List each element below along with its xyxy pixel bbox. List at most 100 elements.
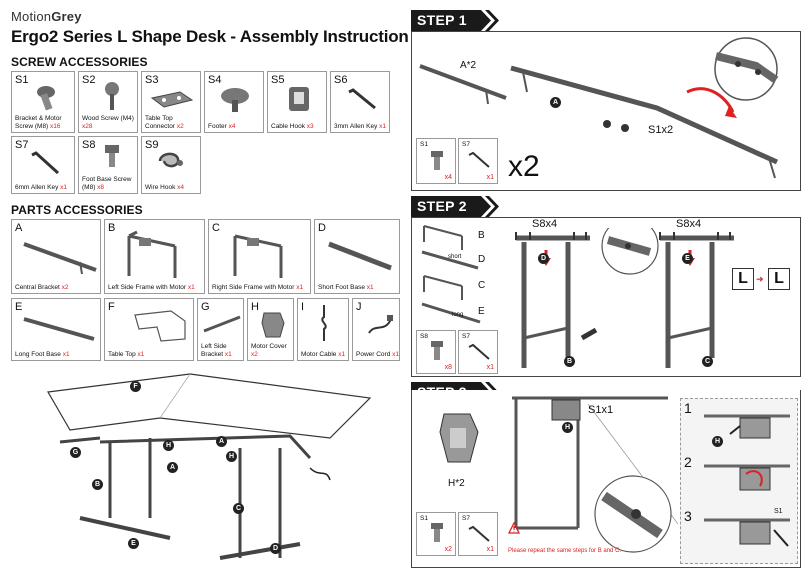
- step1-main-drawing: [510, 65, 779, 179]
- label-a: A: [216, 436, 227, 447]
- label-f: F: [130, 381, 141, 392]
- assembly-overview-diagram: [47, 373, 372, 560]
- step2-bar: [411, 196, 499, 217]
- step2-tag-b: B: [564, 356, 575, 367]
- step3-qty-label: H*2: [448, 478, 465, 489]
- screw-card-s8: S8 Foot Base Screw (M8) x8: [78, 136, 138, 194]
- step2-part-s8: S8 x8: [416, 330, 456, 374]
- substep-3-number: 3: [684, 508, 692, 524]
- parts-section-heading: PARTS ACCESSORIES: [11, 203, 143, 217]
- bolt-icon: [431, 523, 443, 542]
- bolt-icon: [105, 145, 119, 167]
- screw-card-s4: S4 Footer x4: [204, 71, 264, 133]
- label-a2: A: [167, 462, 178, 473]
- label-d: D: [270, 543, 281, 554]
- screw-card-s2: S2 Wood Screw (M4) x28: [78, 71, 138, 133]
- step3-warning-text: Please repeat the same steps for B and C…: [508, 548, 622, 554]
- screw-card-s3: S3 Table Top Connector x2: [141, 71, 201, 133]
- step2-tag-d: D: [538, 253, 549, 264]
- step2-main-drawing: [515, 228, 734, 368]
- step3-panel: H*2 S1x1 H Please repeat the same steps …: [411, 390, 801, 568]
- step2-screw-right: S8x4: [676, 218, 702, 230]
- step2-list-d: D: [478, 254, 486, 265]
- label-h2: H: [226, 451, 237, 462]
- cable-hook-icon: [289, 87, 309, 111]
- step3-frame-drawing: [512, 396, 678, 530]
- step2-list-b: B: [478, 230, 485, 241]
- part-card-h: H Motor Cover x2: [247, 298, 294, 361]
- step1-part-s1: S1 x4: [416, 138, 456, 184]
- part-card-e: E Long Foot Base x1: [11, 298, 101, 361]
- step1-multiplier: x2: [508, 150, 540, 183]
- wire-hook-icon: [158, 152, 183, 168]
- substep-1-number: 1: [684, 400, 692, 416]
- step2-tag-c: C: [702, 356, 713, 367]
- substep-2-drawing: [704, 464, 790, 491]
- step2-list-c: C: [478, 280, 486, 291]
- motor-cable-icon: [321, 305, 327, 341]
- step2-part-s7: S7 x1: [458, 330, 498, 374]
- label-b: B: [92, 479, 103, 490]
- allen-key-icon: [468, 525, 490, 542]
- detail-zoom-circle: [714, 37, 779, 101]
- connector-plate-icon: [150, 91, 194, 108]
- part-card-g: G Left Side Bracket x1: [197, 298, 244, 361]
- substep-3-s1-label: S1: [774, 508, 783, 515]
- step1-title: STEP 1: [417, 12, 467, 28]
- step3-zoom-circle: [594, 475, 672, 553]
- wood-screw-icon: [105, 82, 119, 110]
- step3-part-s7: S7 x1: [458, 512, 498, 556]
- step1-screw-note: S1x2: [648, 124, 674, 136]
- step3-part-s1: S1 x2: [416, 512, 456, 556]
- bolt-icon: [37, 86, 55, 111]
- central-bracket-icon: [23, 242, 97, 275]
- step2-screw-left: S8x4: [532, 218, 558, 230]
- screw-card-s7: S7 6mm Allen Key x1: [11, 136, 75, 194]
- step1-part-tag: A: [550, 97, 561, 108]
- bracket-drawing: [419, 64, 507, 105]
- step2-list-e: E: [478, 306, 485, 317]
- power-cord-icon: [368, 315, 393, 334]
- foot-base-icon: [328, 241, 392, 271]
- footer-icon: [221, 88, 249, 112]
- step1-panel: A*2 A S1x2 S1 x4 S7 x1 x2: [411, 31, 801, 191]
- allen-key-icon: [31, 151, 60, 175]
- step2-panel: B short D C long E S8x4 S8x4 D E B C L ➜…: [411, 217, 801, 377]
- step2-tag-e: E: [682, 253, 693, 264]
- label-h: H: [163, 440, 174, 451]
- allen-key-icon: [468, 343, 490, 360]
- label-c: C: [233, 503, 244, 514]
- step3-tag-h: H: [562, 422, 573, 433]
- step2-list-long: long: [452, 312, 464, 318]
- step2-list-short: short: [448, 254, 462, 260]
- warning-icon: [508, 522, 520, 534]
- step2-parts-list-drawing: [421, 225, 481, 324]
- part-card-b: B Left Side Frame with Motor x1: [104, 219, 205, 294]
- brand-logo: MotionGrey: [11, 9, 82, 24]
- screw-section-heading: SCREW ACCESSORIES: [11, 55, 148, 69]
- screw-card-s5: S5 Cable Hook x3: [267, 71, 327, 133]
- bolt-icon: [431, 341, 443, 360]
- screw-card-s9: S9 Wire Hook x4: [141, 136, 201, 194]
- foot-base-icon: [23, 317, 95, 341]
- substep-1-tag-h: H: [712, 436, 723, 447]
- bolt-icon: [431, 151, 443, 170]
- screw-card-s1: S1 Bracket & Motor Screw (M8) x16: [11, 71, 75, 133]
- allen-key-icon: [348, 88, 376, 110]
- swap-from-l: L: [732, 268, 754, 290]
- allen-key-icon: [468, 151, 490, 168]
- step1-bar: [411, 10, 499, 31]
- part-card-f: F Table Top x1: [104, 298, 194, 361]
- step1-qty-label: A*2: [460, 60, 477, 71]
- page-title: Ergo2 Series L Shape Desk - Assembly Ins…: [11, 27, 409, 46]
- step2-title: STEP 2: [417, 198, 467, 214]
- frame-motor-icon: [127, 230, 177, 278]
- screw-card-s6: S6 3mm Allen Key x1: [330, 71, 390, 133]
- step3-screw-note: S1x1: [588, 404, 614, 416]
- part-card-i: I Motor Cable x1: [297, 298, 349, 361]
- label-g: G: [70, 447, 81, 458]
- swap-arrow-icon: ➜: [756, 274, 764, 284]
- side-bracket-icon: [203, 315, 241, 333]
- label-e: E: [128, 538, 139, 549]
- motor-cover-icon: [261, 312, 285, 338]
